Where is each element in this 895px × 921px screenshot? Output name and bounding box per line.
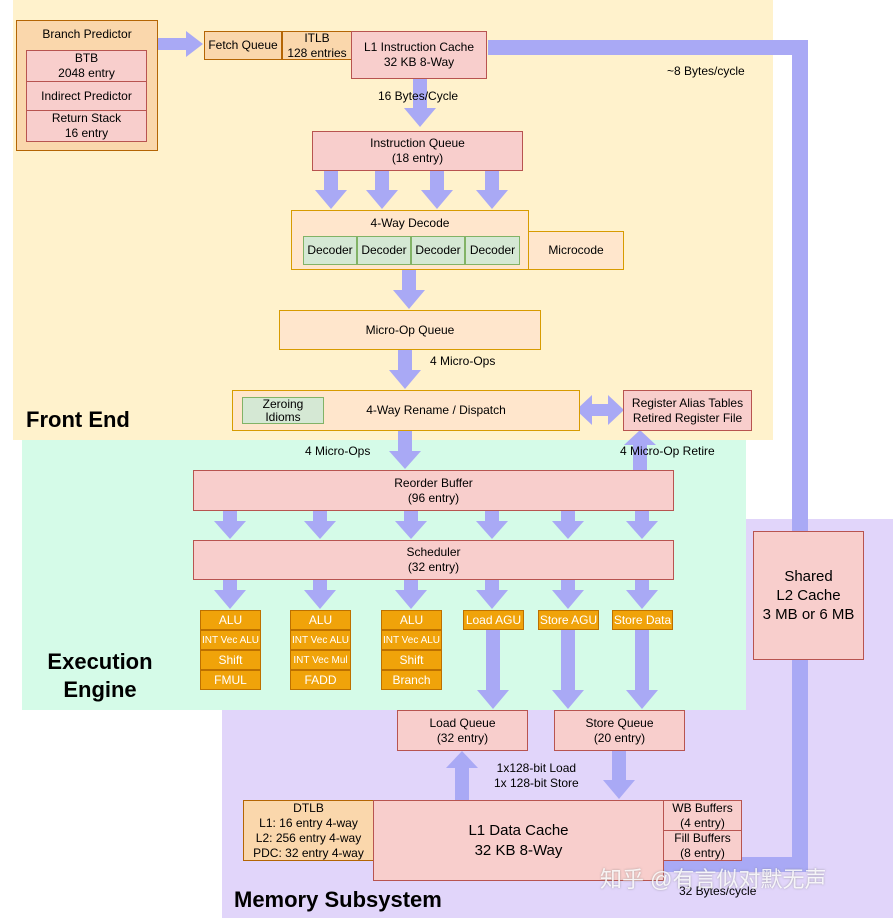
load-agu: Load AGU [463,610,524,630]
reorder-buffer: Reorder Buffer (96 entry) [193,470,674,511]
port-0-alu: ALU [200,610,261,630]
port-2-alu: ALU [381,610,442,630]
l1-instruction-cache: L1 Instruction Cache 32 KB 8-Way [351,31,487,79]
itlb: ITLB 128 entries [282,31,352,60]
btb: BTB 2048 entry [26,50,147,82]
scheduler: Scheduler (32 entry) [193,540,674,580]
execution-engine-title: Execution Engine [47,649,153,702]
l1d-bandwidth-label: 32 Bytes/cycle [679,884,757,898]
load-store-width-label: 1x128-bit Load 1x 128-bit Store [494,761,579,790]
wb-buffers: WB Buffers (4 entry) [663,800,742,831]
store-agu: Store AGU [538,610,599,630]
load-queue: Load Queue (32 entry) [397,710,528,751]
watermark: 知乎 @有言似对默无声 [600,867,827,892]
port-1-alu: ALU [290,610,351,630]
l1-data-cache: L1 Data Cache 32 KB 8-Way [373,800,664,881]
port-2-int-vec-alu: INT Vec ALU [381,630,442,650]
port-0-fmul: FMUL [200,670,261,690]
fetch-queue: Fetch Queue [204,31,282,60]
port-1-int-vec-alu: INT Vec ALU [290,630,351,650]
zeroing-idioms: Zeroing Idioms [242,397,324,424]
micro-ops-label-1: 4 Micro-Ops [430,354,496,368]
rename-dispatch: 4-Way Rename / Dispatch [232,390,580,431]
front-end-title: Front End [26,407,130,432]
store-queue: Store Queue (20 entry) [554,710,685,751]
instruction-queue: Instruction Queue (18 entry) [312,131,523,171]
port-2-shift: Shift [381,650,442,670]
register-alias-tables: Register Alias Tables Retired Register F… [623,390,752,431]
microcode: Microcode [528,231,624,270]
branch-predictor-title: Branch Predictor [42,27,132,41]
l2-cache: Shared L2 Cache 3 MB or 6 MB [753,531,864,660]
indirect-predictor: Indirect Predictor [26,81,147,111]
decoder-2: Decoder [357,236,411,265]
memory-subsystem-title: Memory Subsystem [234,887,442,912]
store-data: Store Data [612,610,673,630]
decoder-4: Decoder [465,236,520,265]
micro-ops-label-2: 4 Micro-Ops [305,444,371,458]
port-1-int-vec-mul: INT Vec Mul [290,650,351,670]
fill-buffers: Fill Buffers (8 entry) [663,830,742,861]
micro-op-retire-label: 4 Micro-Op Retire [620,444,715,458]
port-0-shift: Shift [200,650,261,670]
port-1-fadd: FADD [290,670,351,690]
port-0-int-vec-alu: INT Vec ALU [200,630,261,650]
fetch-bandwidth-label: 16 Bytes/Cycle [378,89,459,103]
micro-op-queue: Micro-Op Queue [279,310,541,350]
port-2-branch: Branch [381,670,442,690]
dtlb: DTLB L1: 16 entry 4-way L2: 256 entry 4-… [243,800,374,861]
l2-to-l1i-bandwidth-label: ~8 Bytes/cycle [667,64,745,78]
decoder-3: Decoder [411,236,465,265]
decoder-1: Decoder [303,236,357,265]
return-stack: Return Stack 16 entry [26,110,147,142]
